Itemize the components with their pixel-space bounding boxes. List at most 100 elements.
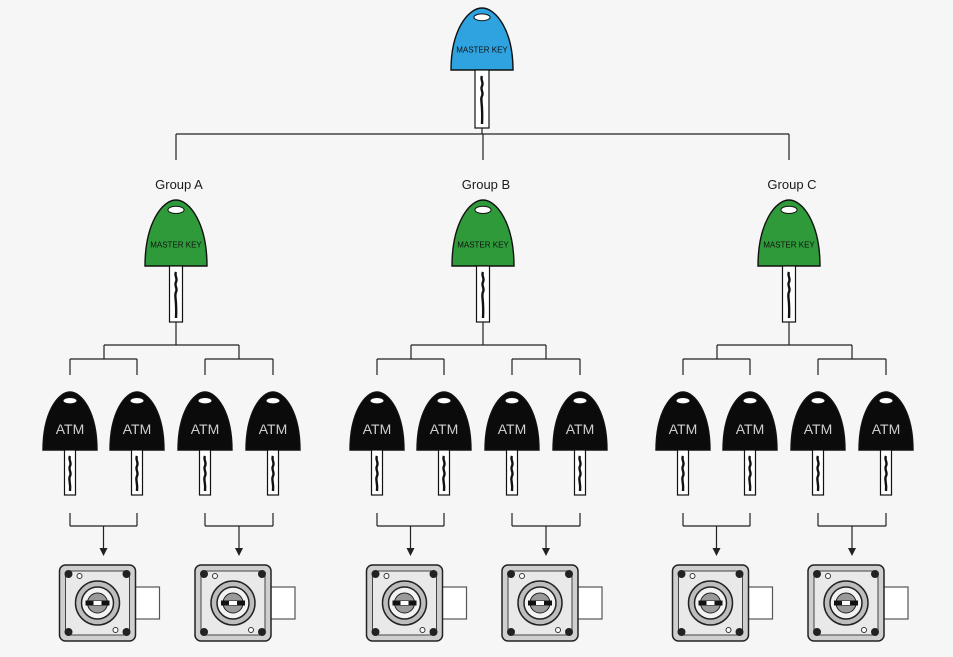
lock-screw	[735, 628, 744, 636]
arrow-head	[712, 548, 721, 556]
arrow-head	[235, 548, 243, 556]
key-head	[109, 391, 165, 451]
key-head	[722, 391, 778, 451]
key-head	[552, 391, 608, 451]
key-cut	[480, 75, 484, 125]
key-head	[858, 391, 914, 451]
key-cut	[481, 271, 485, 319]
key-hole	[474, 205, 492, 215]
group-a-atm-key-2: ATM	[109, 391, 165, 496]
key-hole	[878, 397, 894, 405]
key-hole	[675, 397, 691, 405]
key-label: MASTER KEY	[763, 241, 815, 250]
key-label: ATM	[123, 421, 152, 437]
key-label: MASTER KEY	[456, 46, 508, 55]
key-head	[245, 391, 301, 451]
lock-screw	[677, 628, 686, 636]
lock-screw	[689, 573, 696, 579]
group-a-atm-key-1: ATM	[42, 391, 98, 496]
key-label: ATM	[430, 421, 459, 437]
lock-screw	[112, 627, 119, 633]
atm-lock	[807, 564, 909, 642]
key-hole	[572, 397, 588, 405]
lock-screw	[429, 628, 438, 636]
lock-keyway-slot	[706, 601, 715, 605]
key-cut	[748, 455, 752, 492]
lock-screw	[200, 628, 208, 636]
lock-screw	[64, 628, 73, 636]
key-head	[484, 391, 540, 451]
key-hole	[504, 397, 520, 405]
atm-lock	[671, 564, 774, 642]
key-label: MASTER KEY	[457, 241, 509, 250]
key-head	[349, 391, 405, 451]
key-hole	[436, 397, 452, 405]
lock-screw	[677, 570, 686, 578]
lock-screw	[871, 570, 879, 578]
key-label: ATM	[363, 421, 392, 437]
key-cut	[442, 455, 446, 492]
group-c-atm-key-2: ATM	[722, 391, 778, 496]
lock-keyway-slot	[842, 601, 850, 605]
lock-screw	[507, 570, 515, 578]
lock-screw	[419, 627, 426, 633]
key-label: MASTER KEY	[150, 241, 202, 250]
key-hole	[742, 397, 758, 405]
top-master-key: MASTER KEY	[450, 7, 514, 129]
lock-screw	[813, 628, 821, 636]
group-c-master-key: MASTER KEY	[757, 199, 821, 323]
lock-screw	[122, 628, 131, 636]
group-b-atm-key-3: ATM	[484, 391, 540, 496]
arrow-head	[848, 548, 856, 556]
key-hole	[369, 397, 385, 405]
key-label: ATM	[804, 421, 833, 437]
group-a-master-key: MASTER KEY	[144, 199, 208, 323]
key-label: ATM	[259, 421, 288, 437]
key-label: ATM	[566, 421, 595, 437]
key-hole	[167, 205, 185, 215]
key-label: ATM	[872, 421, 901, 437]
key-hole	[197, 397, 213, 405]
lock-keyway-slot	[400, 601, 409, 605]
lock-screw	[200, 570, 208, 578]
lock-screw	[725, 627, 732, 633]
lock-screw	[371, 628, 380, 636]
lock-screw	[565, 570, 573, 578]
atm-lock	[501, 564, 603, 642]
lock-screw	[565, 628, 573, 636]
lock-screw	[371, 570, 380, 578]
key-head	[416, 391, 472, 451]
lock-screw	[871, 628, 879, 636]
lock-keyway-slot	[229, 601, 237, 605]
atm-lock	[194, 564, 296, 642]
atm-lock	[58, 564, 161, 642]
key-hole	[62, 397, 78, 405]
key-head	[177, 391, 233, 451]
key-hole	[129, 397, 145, 405]
group-b-atm-key-1: ATM	[349, 391, 405, 496]
lock-screw	[212, 573, 218, 579]
key-head	[757, 199, 821, 267]
lock-screw	[735, 570, 744, 578]
key-hole	[810, 397, 826, 405]
key-cut	[203, 455, 207, 492]
lock-screw	[64, 570, 73, 578]
arrow-head	[406, 548, 415, 556]
key-cut	[787, 271, 791, 319]
key-cut	[271, 455, 275, 492]
lock-screw	[76, 573, 83, 579]
lock-keyway-slot	[536, 601, 544, 605]
lock-screw	[258, 570, 266, 578]
lock-screw	[861, 627, 867, 633]
key-label: ATM	[669, 421, 698, 437]
lock-screw	[383, 573, 390, 579]
key-cut	[578, 455, 582, 492]
lock-screw	[507, 628, 515, 636]
lock-screw	[555, 627, 561, 633]
lock-screw	[122, 570, 131, 578]
group-c-label: Group C	[767, 177, 816, 192]
key-label: ATM	[498, 421, 527, 437]
key-hole	[473, 13, 491, 22]
